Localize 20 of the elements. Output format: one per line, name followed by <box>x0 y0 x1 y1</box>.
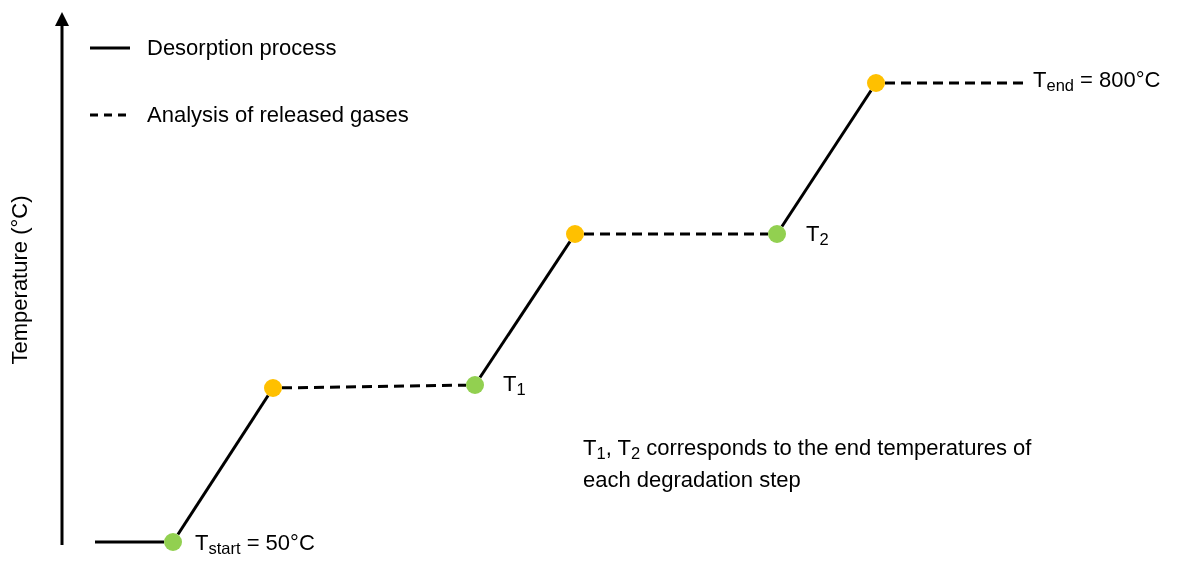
temperature-point <box>466 376 484 394</box>
solid-line <box>176 394 270 536</box>
solid-line <box>478 240 572 379</box>
temperature-point <box>164 533 182 551</box>
temperature-point <box>566 225 584 243</box>
legend-text: Analysis of released gases <box>147 101 409 129</box>
dashed-line <box>584 232 768 236</box>
legend-text: Desorption process <box>147 34 337 62</box>
solid-line <box>95 540 164 544</box>
temperature-label: T$_{2}$ <box>806 221 829 247</box>
temperature-point <box>264 379 282 397</box>
temperature-point <box>768 225 786 243</box>
temperature-point <box>867 74 885 92</box>
end-temperature-label: T$_{end}$ = 800°C <box>1033 67 1161 93</box>
temperature-label: T$_{start}$ = 50°C <box>195 530 315 556</box>
note-text: T$_{1}$, T$_{2}$ corresponds to the end temperatures of each degradation step <box>583 434 1033 494</box>
solid-line <box>780 89 873 228</box>
dashed-line <box>281 383 467 390</box>
temperature-label: T$_{1}$ <box>503 371 526 397</box>
axis-title: Temperature (°C) <box>6 195 33 365</box>
